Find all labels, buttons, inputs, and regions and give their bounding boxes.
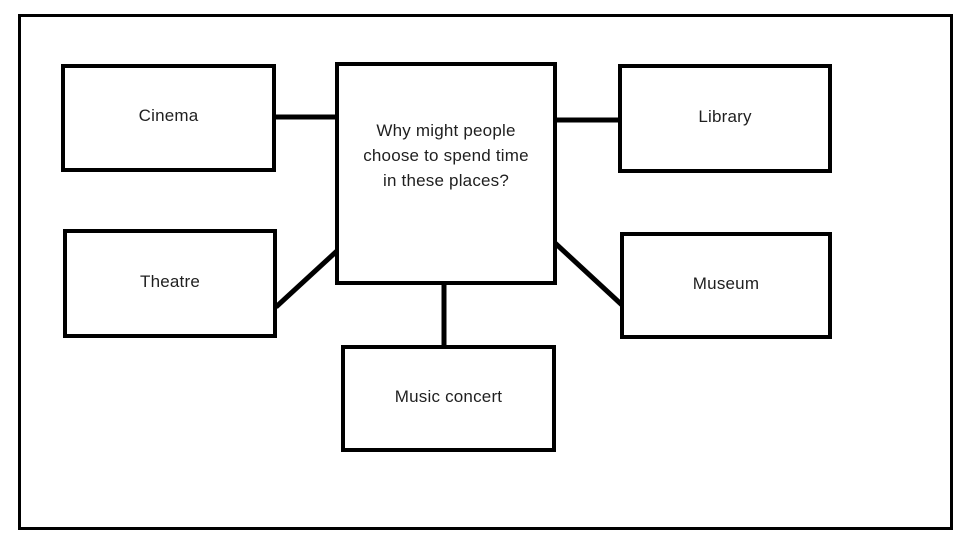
- node-library: Library: [618, 64, 832, 173]
- node-cinema: Cinema: [61, 64, 276, 172]
- center-question-line-3: in these places?: [382, 171, 510, 190]
- node-library-label: Library: [698, 106, 752, 126]
- connector-museum-center: [553, 241, 624, 307]
- node-museum: Museum: [620, 232, 832, 339]
- node-music-concert: Music concert: [341, 345, 556, 452]
- node-museum-label: Museum: [692, 273, 760, 293]
- connector-theatre-center: [274, 248, 340, 309]
- center-question-box: Why might people choose to spend time in…: [335, 62, 557, 285]
- center-question-line-1: Why might people: [376, 121, 516, 140]
- node-music-concert-label: Music concert: [394, 386, 503, 406]
- node-theatre: Theatre: [63, 229, 277, 338]
- node-cinema-label: Cinema: [138, 106, 199, 125]
- node-theatre-label: Theatre: [140, 271, 200, 291]
- center-question-line-2: choose to spend time: [363, 146, 529, 165]
